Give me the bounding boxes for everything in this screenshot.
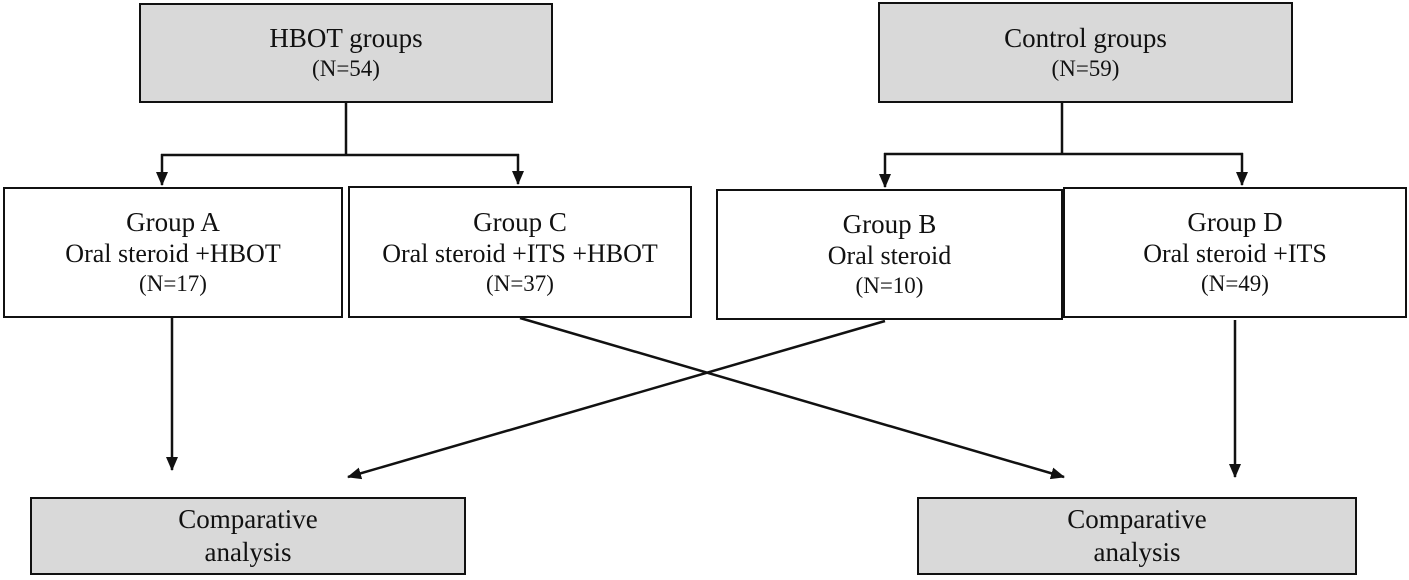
node-count: (N=49) <box>1201 271 1269 296</box>
node-title-line: Comparative <box>1067 504 1207 534</box>
node-count: (N=59) <box>1051 55 1120 81</box>
node-treatment: Oral steroid +ITS <box>1143 239 1327 268</box>
node-title: Group D <box>1187 207 1283 237</box>
node-count: (N=10) <box>855 273 924 298</box>
node-group-d: Group D Oral steroid +ITS (N=49) <box>1063 187 1407 318</box>
node-control-groups: Control groups (N=59) <box>878 2 1293 103</box>
node-comparative-analysis-right: Comparative analysis <box>917 497 1357 575</box>
edge-group-b-to-left-analysis <box>347 319 886 480</box>
node-count: (N=54) <box>312 56 380 81</box>
node-treatment: Oral steroid <box>827 241 952 270</box>
node-title-line: analysis <box>1093 537 1181 567</box>
node-title: HBOT groups <box>269 23 423 53</box>
edge-group-c-to-right-analysis <box>519 316 1065 480</box>
node-title: Group C <box>473 206 567 237</box>
node-comparative-analysis-left: Comparative analysis <box>30 497 466 575</box>
node-title-line: analysis <box>204 537 292 567</box>
node-group-c: Group C Oral steroid +ITS +HBOT (N=37) <box>348 186 692 318</box>
node-group-b: Group B Oral steroid (N=10) <box>716 189 1063 320</box>
node-treatment: Oral steroid +HBOT <box>65 239 281 268</box>
node-title: Control groups <box>1004 22 1167 53</box>
node-title: Group A <box>126 207 220 237</box>
node-count: (N=17) <box>139 271 207 296</box>
node-title: Group B <box>842 209 937 239</box>
node-treatment: Oral steroid +ITS +HBOT <box>382 238 658 268</box>
node-hbot-groups: HBOT groups (N=54) <box>139 3 553 103</box>
node-title-line: Comparative <box>178 504 318 534</box>
node-group-a: Group A Oral steroid +HBOT (N=17) <box>3 187 343 318</box>
node-count: (N=37) <box>486 270 554 296</box>
